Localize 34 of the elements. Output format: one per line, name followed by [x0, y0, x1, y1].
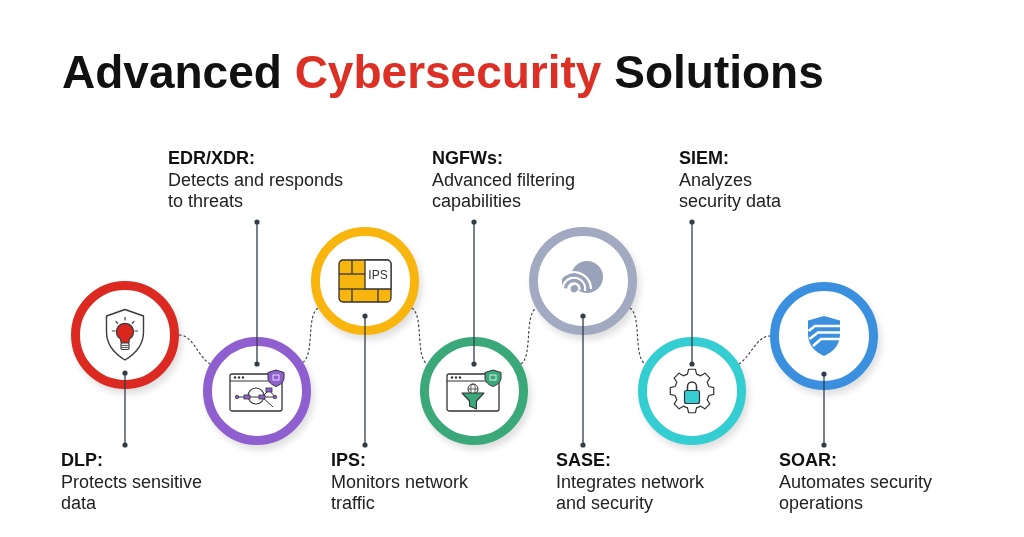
- item-description: Detects and responds to threats: [168, 170, 345, 212]
- dashed-connector: [629, 307, 646, 365]
- item-description: Monitors network traffic: [331, 472, 470, 514]
- item-heading: EDR/XDR:: [168, 147, 256, 169]
- item-heading: SOAR:: [779, 449, 838, 471]
- item-description: Protects sensitive data: [61, 472, 204, 514]
- item-description: Analyzes security data: [679, 170, 783, 212]
- leader-line: [254, 219, 260, 367]
- dashed-connector: [411, 307, 428, 365]
- item-heading: IPS:: [331, 449, 367, 471]
- item-heading: DLP:: [61, 449, 104, 471]
- dashed-connector: [302, 307, 319, 363]
- item-heading: NGFWs:: [432, 147, 504, 169]
- icon-ring: [529, 227, 637, 335]
- leader-line: [122, 370, 128, 448]
- icon-ring: [420, 337, 528, 445]
- chip-label: IPS: [367, 266, 389, 284]
- item-heading: SIEM:: [679, 147, 730, 169]
- item-description: Advanced filtering capabilities: [432, 170, 577, 212]
- leader-line: [821, 371, 827, 448]
- icon-ring: [311, 227, 419, 335]
- leader-line: [689, 219, 695, 367]
- item-heading: SASE:: [556, 449, 612, 471]
- dashed-connector: [520, 307, 537, 365]
- title: Advanced Cybersecurity Solutions: [62, 46, 824, 99]
- icon-ring: [638, 337, 746, 445]
- leader-line: [471, 219, 477, 367]
- dashed-connector: [738, 335, 771, 365]
- leader-line: [580, 313, 586, 448]
- leader-line: [362, 313, 368, 448]
- icon-ring: [203, 337, 311, 445]
- item-description: Automates security operations: [779, 472, 934, 514]
- item-description: Integrates network and security: [556, 472, 706, 514]
- dashed-connector: [178, 334, 211, 365]
